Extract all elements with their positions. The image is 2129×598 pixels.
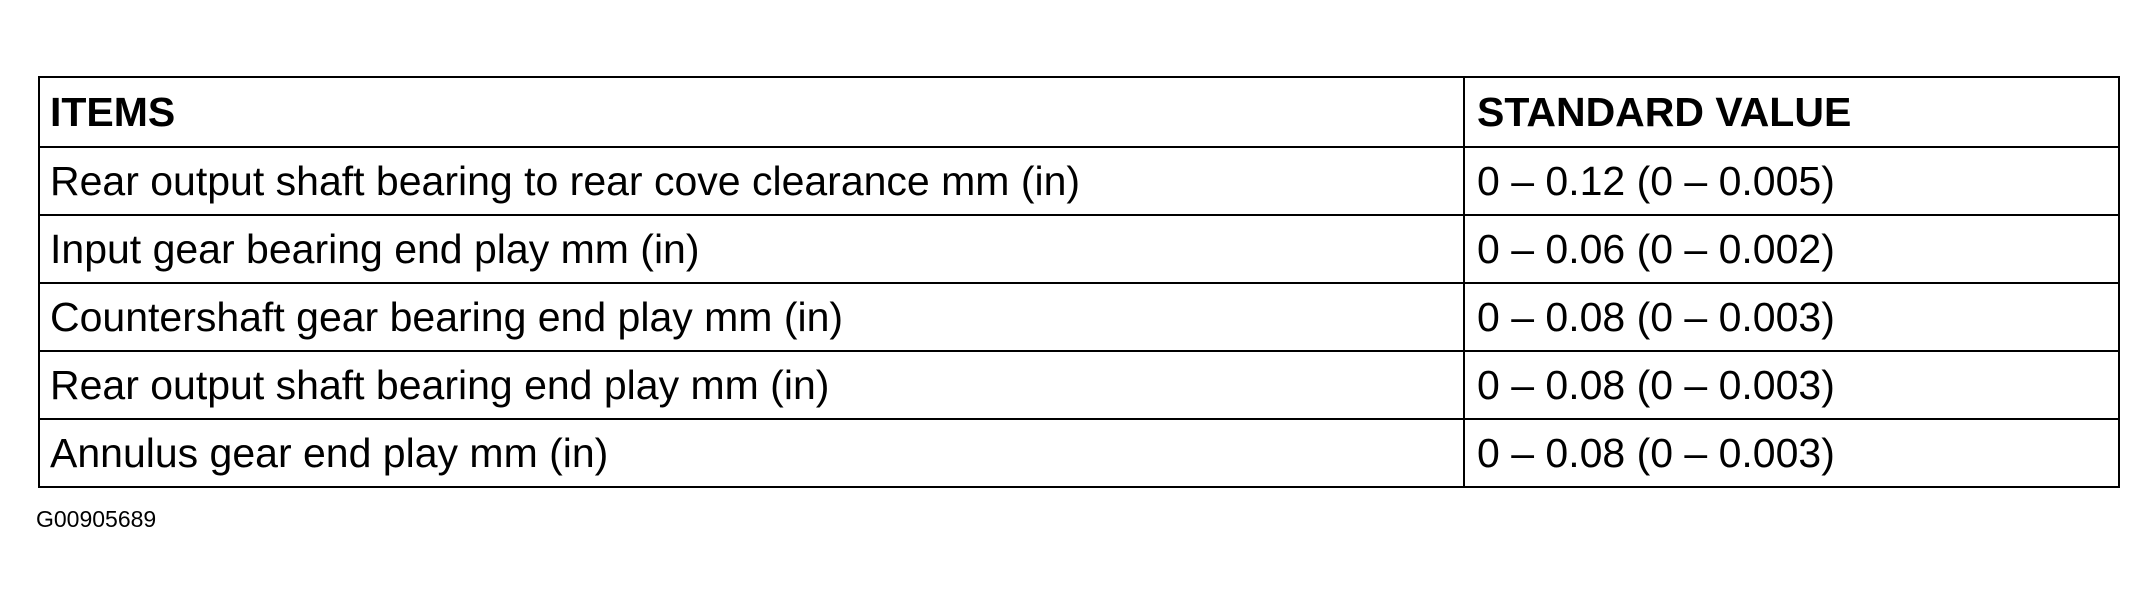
standard-value-cell: 0 – 0.12 (0 – 0.005)	[1464, 146, 2120, 216]
specifications-table: ITEMS STANDARD VALUE Rear output shaft b…	[38, 76, 2120, 488]
figure-id: G00905689	[36, 506, 157, 532]
table-row: Countershaft gear bearing end play mm (i…	[38, 282, 2120, 352]
item-cell: Annulus gear end play mm (in)	[38, 418, 1465, 488]
standard-value-cell: 0 – 0.08 (0 – 0.003)	[1464, 418, 2120, 488]
table-body: Rear output shaft bearing to rear cove c…	[38, 146, 2120, 488]
standard-value-cell: 0 – 0.08 (0 – 0.003)	[1464, 282, 2120, 352]
item-cell: Input gear bearing end play mm (in)	[38, 214, 1465, 284]
table-row: Input gear bearing end play mm (in) 0 – …	[38, 214, 2120, 284]
header-items: ITEMS	[38, 76, 1465, 148]
table-row: Rear output shaft bearing to rear cove c…	[38, 146, 2120, 216]
item-cell: Rear output shaft bearing to rear cove c…	[38, 146, 1465, 216]
table-header: ITEMS STANDARD VALUE	[38, 76, 2120, 148]
table-row: Rear output shaft bearing end play mm (i…	[38, 350, 2120, 420]
standard-value-cell: 0 – 0.08 (0 – 0.003)	[1464, 350, 2120, 420]
header-standard-value: STANDARD VALUE	[1464, 76, 2120, 148]
header-row: ITEMS STANDARD VALUE	[38, 76, 2120, 148]
item-cell: Countershaft gear bearing end play mm (i…	[38, 282, 1465, 352]
item-cell: Rear output shaft bearing end play mm (i…	[38, 350, 1465, 420]
table-row: Annulus gear end play mm (in) 0 – 0.08 (…	[38, 418, 2120, 488]
standard-value-cell: 0 – 0.06 (0 – 0.002)	[1464, 214, 2120, 284]
